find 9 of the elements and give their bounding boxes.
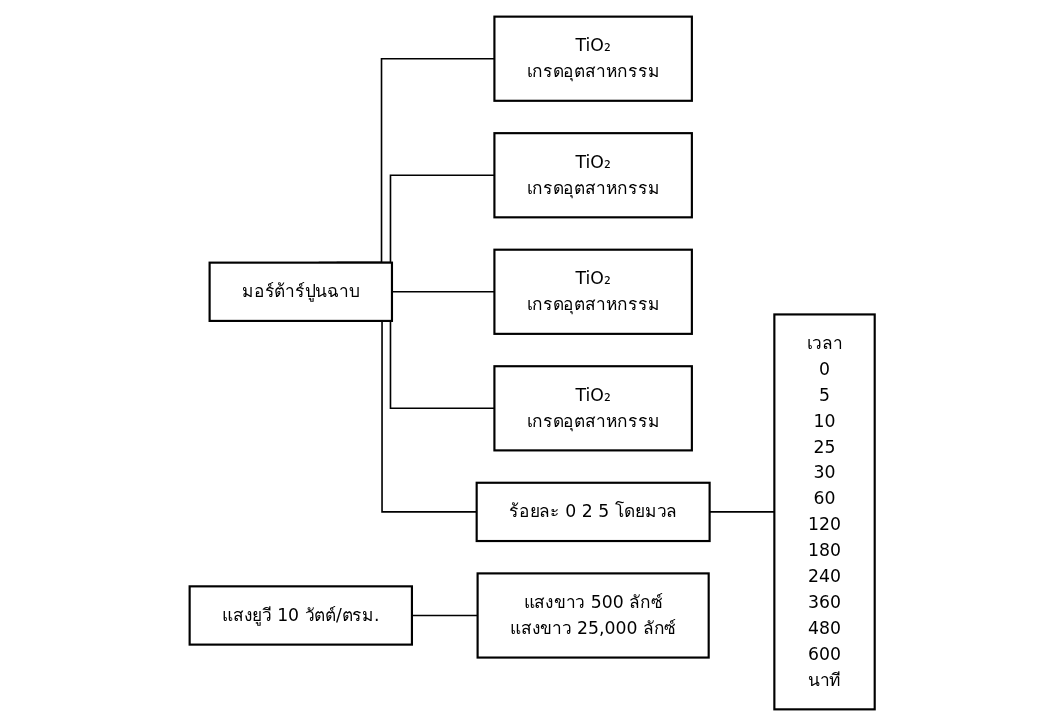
node-box: TiO₂ เกรดอุตสาหกรรม xyxy=(493,15,693,102)
node-box: TiO₂ เกรดอุตสาหกรรม xyxy=(493,365,693,452)
node-box: มอร์ต้าร์ปูนฉาบ xyxy=(208,261,393,322)
node-box: เวลา 0 5 10 25 30 60 120 180 240 360 480 600 นาที xyxy=(773,313,876,711)
node-box: ร้อยละ 0 2 5 โดยมวล xyxy=(475,481,711,543)
node-box: แสงขาว 500 ลักซ์ แสงขาว 25,000 ลักซ์ xyxy=(476,572,710,659)
node-box: TiO₂ เกรดอุตสาหกรรม xyxy=(493,132,693,219)
node-box: TiO₂ เกรดอุตสาหกรรม xyxy=(493,248,693,335)
node-box: แสงยูวี 10 วัตต์/ตรม. xyxy=(188,585,413,646)
